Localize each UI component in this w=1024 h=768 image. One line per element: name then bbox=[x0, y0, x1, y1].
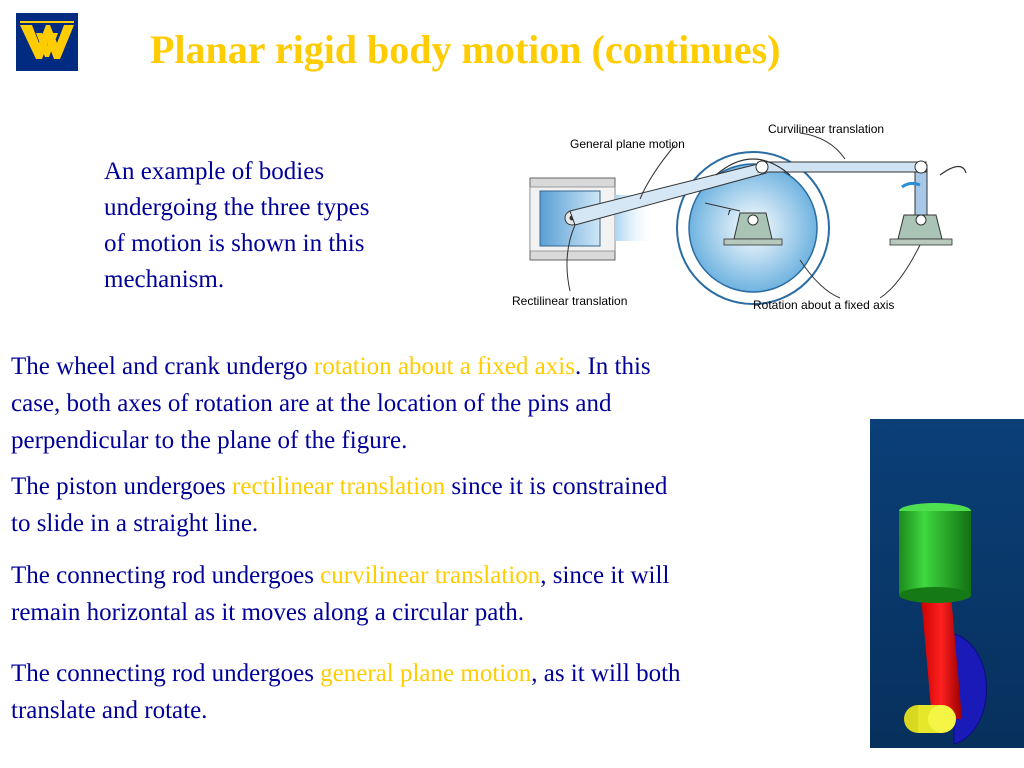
paragraph-line: The connecting rod undergoes general pla… bbox=[11, 660, 681, 687]
general-motion-rod bbox=[569, 162, 767, 226]
paragraph-line: remain horizontal as it moves along a ci… bbox=[11, 599, 525, 626]
page-title: Planar rigid body motion (continues) bbox=[150, 27, 781, 72]
intro-line: mechanism. bbox=[104, 266, 225, 293]
paragraph-line: translate and rotate. bbox=[11, 697, 208, 724]
intro-line: of motion is shown in this bbox=[104, 230, 365, 257]
paragraph-line: The connecting rod undergoes curvilinear… bbox=[11, 562, 670, 589]
green-piston bbox=[899, 511, 971, 595]
paragraph-line: perpendicular to the plane of the figure… bbox=[11, 427, 408, 454]
intro-line: An example of bodies bbox=[104, 158, 325, 185]
paragraph-curvilinear: The connecting rod undergoes curvilinear… bbox=[11, 557, 669, 631]
paragraph-rotation: The wheel and crank undergo rotation abo… bbox=[11, 348, 651, 459]
paragraph-line: case, both axes of rotation are at the l… bbox=[11, 390, 612, 417]
highlight-rotation: rotation about a fixed axis bbox=[313, 353, 575, 380]
paragraph-line: The wheel and crank undergo rotation abo… bbox=[11, 353, 651, 380]
highlight-general: general plane motion bbox=[320, 660, 532, 687]
piston-animation-image bbox=[870, 419, 1024, 748]
figure-label-general-plane-motion: General plane motion bbox=[570, 137, 685, 151]
mechanism-figure: r General plane motion Curvilinear trans… bbox=[512, 122, 967, 312]
intro-text: An example of bodies undergoing the thre… bbox=[104, 154, 454, 298]
figure-label-r: r bbox=[728, 207, 732, 217]
paragraph-general: The connecting rod undergoes general pla… bbox=[11, 655, 681, 729]
paragraph-rectilinear: The piston undergoes rectilinear transla… bbox=[11, 468, 667, 542]
figure-label-curvilinear-translation: Curvilinear translation bbox=[768, 122, 884, 136]
intro-line: undergoing the three types bbox=[104, 194, 370, 221]
paragraph-line: The piston undergoes rectilinear transla… bbox=[11, 473, 668, 500]
highlight-rectilinear: rectilinear translation bbox=[232, 473, 446, 500]
curvilinear-rod bbox=[757, 161, 927, 173]
connecting-rod bbox=[920, 584, 962, 719]
highlight-curvilinear: curvilinear translation bbox=[320, 562, 541, 589]
wv-logo-icon bbox=[16, 13, 78, 71]
figure-label-rectilinear-translation: Rectilinear translation bbox=[512, 294, 627, 308]
paragraph-line: to slide in a straight line. bbox=[11, 510, 259, 537]
crank-disc bbox=[953, 633, 987, 745]
figure-label-rotation-fixed-axis: Rotation about a fixed axis bbox=[753, 298, 894, 312]
